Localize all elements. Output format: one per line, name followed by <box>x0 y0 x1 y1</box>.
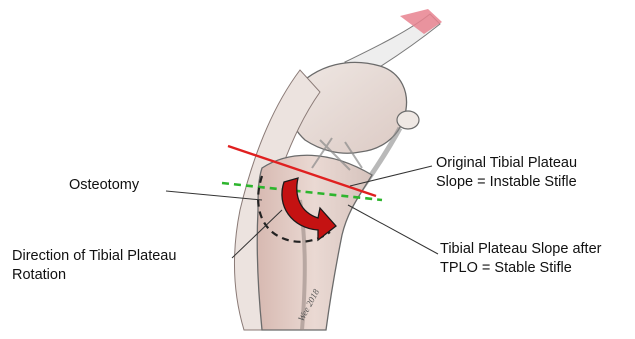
direction-label-line-1: Direction of Tibial Plateau <box>12 247 176 266</box>
after-label-line-1: Tibial Plateau Slope after <box>440 240 601 259</box>
original-label-line-2: Slope = Instable Stifle <box>436 173 577 192</box>
patella-shape <box>397 111 419 129</box>
original-slope-label: Original Tibial Plateau Slope = Instable… <box>436 154 577 192</box>
stable-slope-label: Tibial Plateau Slope after TPLO = Stable… <box>440 240 601 278</box>
original-label-line-1: Original Tibial Plateau <box>436 154 577 173</box>
after-leader-line <box>348 205 438 254</box>
after-label-line-2: TPLO = Stable Stifle <box>440 259 601 278</box>
direction-of-rotation-label: Direction of Tibial Plateau Rotation <box>12 247 176 285</box>
osteotomy-label-text: Osteotomy <box>69 176 139 195</box>
osteotomy-label: Osteotomy <box>69 176 139 195</box>
direction-label-line-2: Rotation <box>12 266 176 285</box>
